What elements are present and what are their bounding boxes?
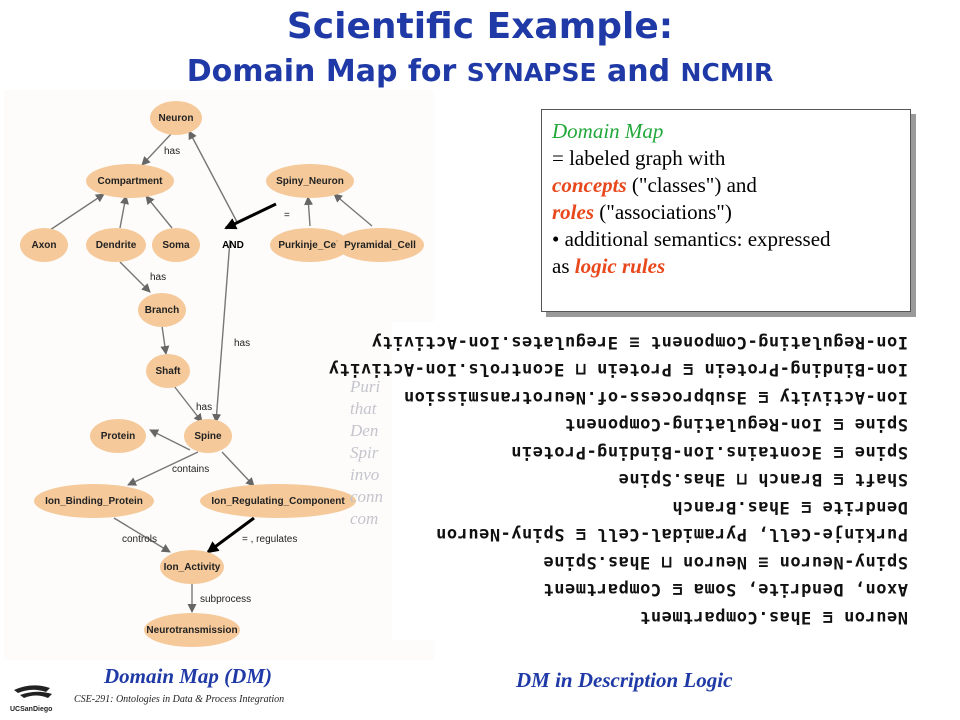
definition-line-concepts: concepts ("classes") and xyxy=(552,173,757,197)
edge-purkinje-spiny xyxy=(304,196,314,227)
svg-text:Compartment: Compartment xyxy=(97,176,163,187)
node-and: AND xyxy=(222,240,244,251)
subtitle-synapse: SYNAPSE xyxy=(466,58,597,87)
svg-text:Shaft: Shaft xyxy=(156,366,182,377)
node-spiny-neuron: Spiny_Neuron xyxy=(266,164,354,198)
node-compartment: Compartment xyxy=(86,164,174,198)
edge-label-controls: controls xyxy=(122,534,157,545)
definition-line-1: = labeled graph with xyxy=(552,146,726,170)
ucsd-logo-icon xyxy=(14,685,52,698)
domain-map-graph-panel: has has has has contains controls = = , … xyxy=(4,90,434,660)
caption-domain-map: Domain Map (DM) xyxy=(104,664,273,688)
dl-axiom: Neuron ⊑ ∃has.Compartment xyxy=(639,607,908,627)
dl-axiom: Ion-Activity ⊑ ∃subprocess-of.Neurotrans… xyxy=(403,387,908,407)
svg-text:Protein: Protein xyxy=(101,431,135,442)
edge-ionbinding-ionactivity xyxy=(113,517,171,553)
edge-and-neuron xyxy=(188,130,238,223)
edge-shaft-branch xyxy=(160,325,170,355)
edge-spiny-and-equivalence xyxy=(224,202,277,230)
svg-text:Axon: Axon xyxy=(32,240,57,251)
edge-and-spine xyxy=(212,239,231,423)
node-axon: Axon xyxy=(20,228,68,262)
dl-axiom: Axon, Dendrite, Soma ⊑ Compartment xyxy=(543,579,908,600)
edge-shaft-spine xyxy=(173,385,203,423)
svg-text:Purkinje_Cell: Purkinje_Cell xyxy=(278,240,342,251)
svg-text:Pyramidal_Cell: Pyramidal_Cell xyxy=(344,240,416,251)
edge-ionregulating-ionactivity xyxy=(206,516,255,554)
node-neurotransmission: Neurotransmission xyxy=(144,613,240,647)
edge-label-regulates: = , regulates xyxy=(242,534,297,545)
subtitle-prefix: Domain Map for xyxy=(186,54,467,89)
node-purkinje-cell: Purkinje_Cell xyxy=(270,228,350,262)
edge-spine-protein xyxy=(149,429,191,451)
domain-map-graph: has has has has contains controls = = , … xyxy=(20,101,424,647)
svg-text:Branch: Branch xyxy=(145,305,179,316)
edge-dendrite-compartment xyxy=(119,195,129,229)
slide-subtitle: Domain Map for SYNAPSE and NCMIR xyxy=(0,54,960,89)
node-neuron: Neuron xyxy=(150,101,202,135)
edge-pyramidal-spiny xyxy=(333,193,373,227)
svg-text:Spiny_Neuron: Spiny_Neuron xyxy=(276,176,344,187)
slide-title: Scientific Example: xyxy=(286,6,674,47)
svg-text:Spine: Spine xyxy=(194,431,222,442)
svg-text:Ion_Activity: Ion_Activity xyxy=(164,562,221,573)
logo-wordmark: UCSanDiego xyxy=(10,706,53,713)
edge-label-has-3: has xyxy=(196,402,212,413)
edge-label-subprocess: subprocess xyxy=(200,594,251,605)
dl-axiom: Purkinje-Cell, Pyramidal-Cell ⊑ Spiny-Ne… xyxy=(435,524,908,545)
dl-axiom: Spiny-Neuron ≡ Neuron ⊓ ∃has.Spine xyxy=(543,552,908,572)
definition-bullet: • additional semantics: expressed xyxy=(552,227,831,251)
node-protein: Protein xyxy=(90,419,146,453)
node-soma: Soma xyxy=(152,228,200,262)
footer-course: CSE-291: Ontologies in Data & Process In… xyxy=(74,694,285,705)
edge-label-has-2: has xyxy=(150,272,166,283)
dl-axiom: Spine ⊑ Ion-Regulating-Component xyxy=(564,414,908,435)
subtitle-and: and xyxy=(596,54,681,89)
edge-label-contains: contains xyxy=(172,464,209,475)
svg-text:Soma: Soma xyxy=(162,240,190,251)
definition-line-roles: roles ("associations") xyxy=(552,200,732,224)
edge-spine-ionbinding xyxy=(127,451,199,486)
svg-text:Neuron: Neuron xyxy=(159,113,194,124)
node-branch: Branch xyxy=(138,293,186,327)
svg-text:AND: AND xyxy=(222,240,244,251)
subtitle-ncmir: NCMIR xyxy=(680,58,774,87)
edge-label-equals: = xyxy=(284,210,290,221)
dl-axiom: Shaft ⊑ Branch ⊓ ∃has.Spine xyxy=(618,469,908,490)
svg-text:Neurotransmission: Neurotransmission xyxy=(146,625,237,636)
faded-background-text: Puri that Den Spir invo conn com xyxy=(350,377,384,528)
edge-dendrite-branch xyxy=(119,261,151,293)
node-ion-activity: Ion_Activity xyxy=(160,550,224,584)
dl-axiom: Spine ⊑ ∃contains.Ion-Binding-Protein xyxy=(510,442,908,462)
dl-axiom: Dendrite ⊑ ∃has.Branch xyxy=(671,497,908,517)
svg-text:Ion_Binding_Protein: Ion_Binding_Protein xyxy=(45,496,143,507)
edge-soma-compartment xyxy=(145,195,173,229)
edge-label-has-4: has xyxy=(234,338,250,349)
svg-text:Ion_Regulating_Component: Ion_Regulating_Component xyxy=(211,496,345,507)
node-ion-regulating-component: Ion_Regulating_Component xyxy=(200,484,356,518)
node-spine: Spine xyxy=(184,419,232,453)
node-pyramidal-cell: Pyramidal_Cell xyxy=(336,228,424,262)
definition-heading: Domain Map xyxy=(552,119,664,143)
domain-map-definition-box: Domain Map = labeled graph with concepts… xyxy=(541,109,911,312)
description-logic-rotated: Neuron ⊑ ∃has.Compartment Axon, Dendrite… xyxy=(328,322,922,640)
node-shaft: Shaft xyxy=(146,354,190,388)
definition-line-logic: as logic rules xyxy=(552,254,666,278)
edge-neuron-compartment xyxy=(141,132,173,166)
dl-axiom: Ion-Regulating-Component ≡ ∃regulates.Io… xyxy=(371,332,908,352)
svg-text:Dendrite: Dendrite xyxy=(96,240,137,251)
node-dendrite: Dendrite xyxy=(86,228,146,262)
caption-description-logic: DM in Description Logic xyxy=(516,668,733,692)
edge-axon-compartment xyxy=(49,193,105,231)
edge-label-has-1: has xyxy=(164,146,180,157)
edge-spine-ionregulating xyxy=(221,451,255,487)
description-logic-panel: Neuron ⊑ ∃has.Compartment Axon, Dendrite… xyxy=(328,322,922,640)
node-ion-binding-protein: Ion_Binding_Protein xyxy=(34,484,154,518)
dl-axiom: Ion-Binding-Protein ⊑ Protein ⊓ ∃control… xyxy=(328,359,908,380)
